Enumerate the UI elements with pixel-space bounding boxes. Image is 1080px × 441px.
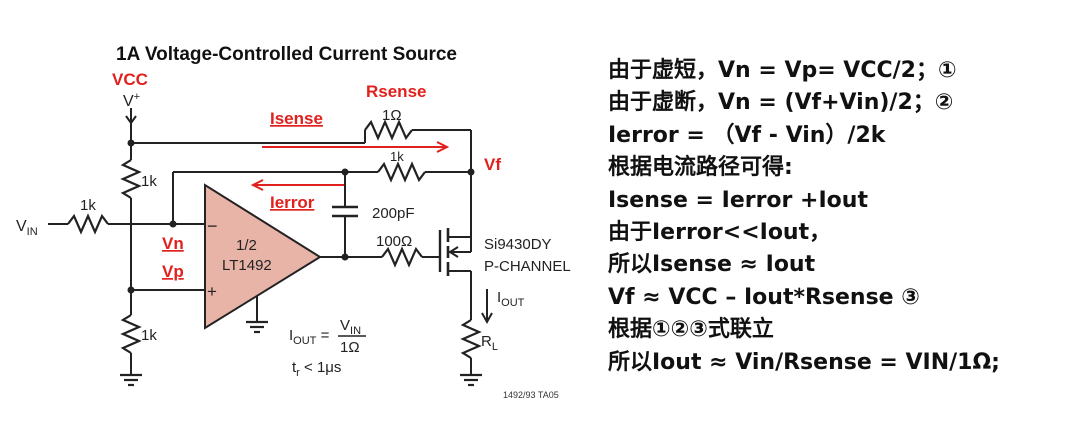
feedback-resistor [377, 161, 426, 183]
vplus-label: V+ [123, 91, 140, 110]
vin-label: VIN [16, 218, 38, 238]
load-resistor [460, 319, 482, 359]
rtop-value: 1k [141, 173, 157, 190]
rin-value: 1k [80, 197, 96, 214]
gate-resistor [381, 246, 423, 268]
opamp-line1: 1/2 [236, 237, 257, 254]
rgate-value: 100Ω [376, 233, 412, 250]
derivation-notes: 由于虚短，Vn = Vp= VCC/2；① 由于虚断，Vn = (Vf+Vin)/… [608, 55, 1073, 379]
rise-time: tr < 1μs [292, 359, 341, 379]
input-resistor [67, 213, 109, 235]
iout-arrowhead [481, 312, 493, 325]
opamp-symbol [204, 183, 322, 330]
note-line: 由于虚断，Vn = (Vf+Vin)/2；② [608, 90, 954, 116]
note-line: Vf ≈ VCC – Iout*Rsense ③ [608, 284, 920, 310]
note-line: 由于虚短，Vn = Vp= VCC/2；① [608, 58, 957, 83]
note-line: 根据①②③式联立 [608, 317, 774, 343]
ierror-arrowhead [250, 179, 264, 191]
note-line: 由于Ierror<<Iout， [608, 220, 832, 246]
rbot-value: 1k [141, 327, 157, 344]
vf-label: Vf [484, 155, 501, 174]
rl-label: RL [481, 333, 498, 353]
formula-lhs: IOUT = [289, 327, 330, 347]
note-line: Ierror = （Vf - Vin）/2k [608, 122, 886, 148]
body-arrow-icon [448, 246, 459, 258]
vf-node-dot [467, 168, 475, 176]
note-line: 所以Isense ≈ Iout [608, 252, 816, 278]
iout-label: IOUT [497, 289, 525, 309]
circuit-schematic: 1A Voltage-Controlled Current Source VCC… [16, 44, 571, 400]
figure-code: 1492/93 TA05 [503, 390, 559, 400]
vn-label: Vn [162, 234, 184, 253]
formula-denominator: 1Ω [340, 339, 360, 356]
note-line: 根据电流路径可得: [608, 155, 793, 181]
note-line: Isense = Ierror +Iout [608, 187, 868, 213]
formula-numerator: VIN [340, 317, 361, 337]
top-divider-resistor [120, 159, 142, 199]
ierror-label: Ierror [270, 193, 315, 212]
cap-value: 200pF [372, 205, 415, 222]
isense-label: Isense [270, 109, 323, 128]
bottom-divider-resistor [120, 314, 142, 354]
mosfet-type: P-CHANNEL [484, 258, 571, 275]
vcc-label: VCC [112, 70, 148, 89]
vp-label: Vp [162, 262, 184, 281]
mosfet-part: Si9430DY [484, 236, 552, 253]
rsense-resistor [364, 119, 413, 141]
isense-arrowhead [436, 141, 450, 153]
opamp-plus: + [207, 282, 217, 301]
diagram-title: 1A Voltage-Controlled Current Source [116, 44, 457, 65]
rsense-value: 1Ω [382, 107, 402, 124]
note-line: 所以Iout ≈ Vin/Rsense = VIN/1Ω; [608, 349, 1000, 375]
opamp-minus: − [207, 216, 218, 236]
opamp-line2: LT1492 [222, 257, 272, 274]
rfb-value: 1k [390, 149, 404, 164]
inverting-node-dot [169, 220, 177, 228]
rsense-label: Rsense [366, 82, 426, 101]
